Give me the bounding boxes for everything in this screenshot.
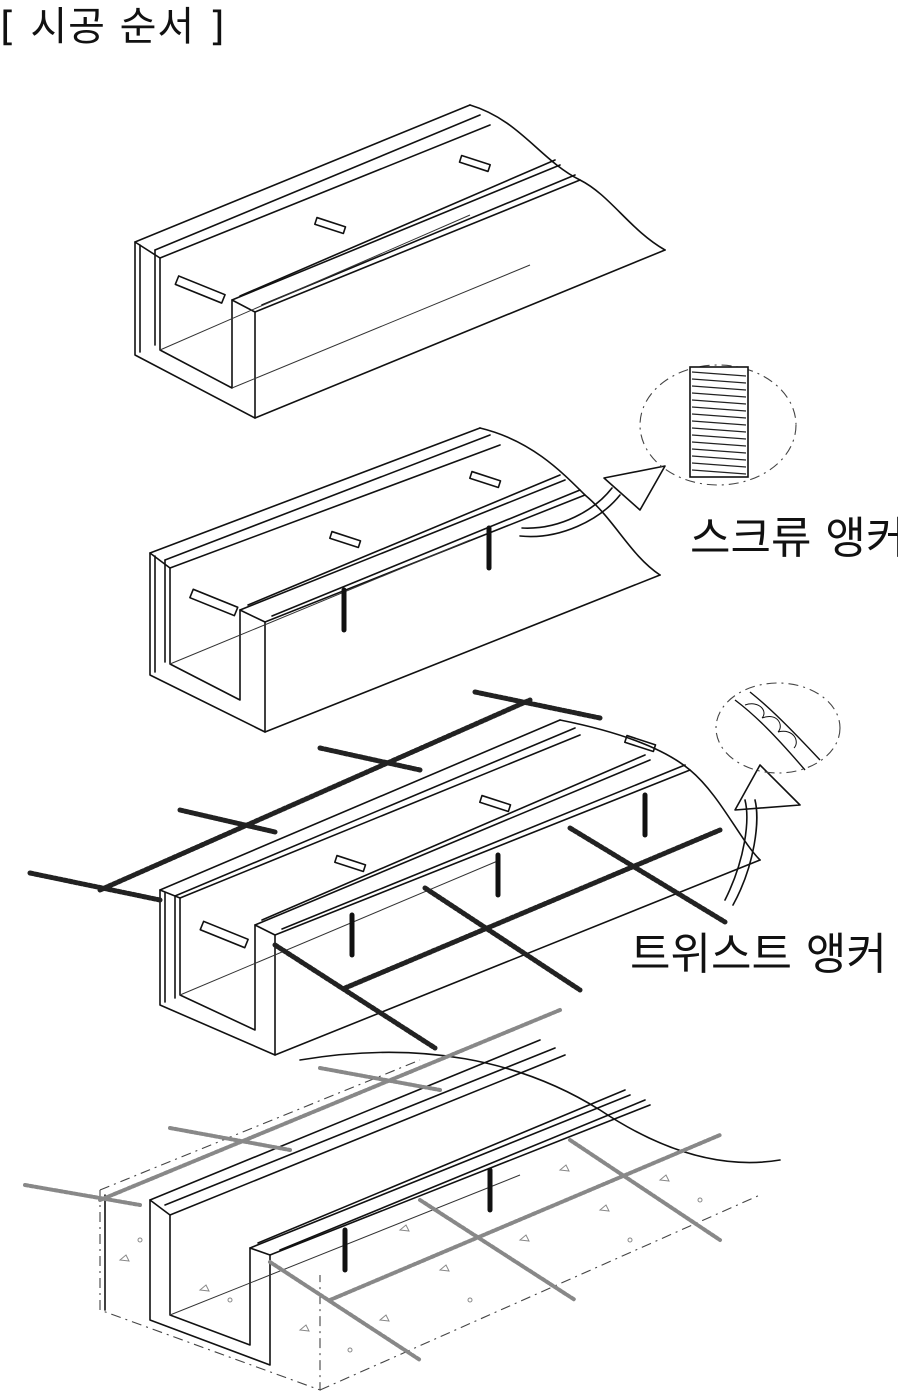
step-4-concrete-embedded-channel [23, 1008, 781, 1391]
twist-anchor-label: 트위스트 앵커 [630, 929, 887, 980]
step-3-twist-anchor-channel [27, 682, 841, 1056]
screw-zoom-circle [639, 364, 797, 486]
twist-zoom-circle [715, 682, 841, 774]
twist-anchor-rope [97, 697, 533, 893]
step-1-channel [134, 104, 666, 419]
screw-anchor-label: 스크류 앵커 [690, 513, 898, 564]
step-2-screw-anchor-channel [149, 364, 797, 733]
page-title: [ 시공 순서 ] [0, 4, 226, 50]
